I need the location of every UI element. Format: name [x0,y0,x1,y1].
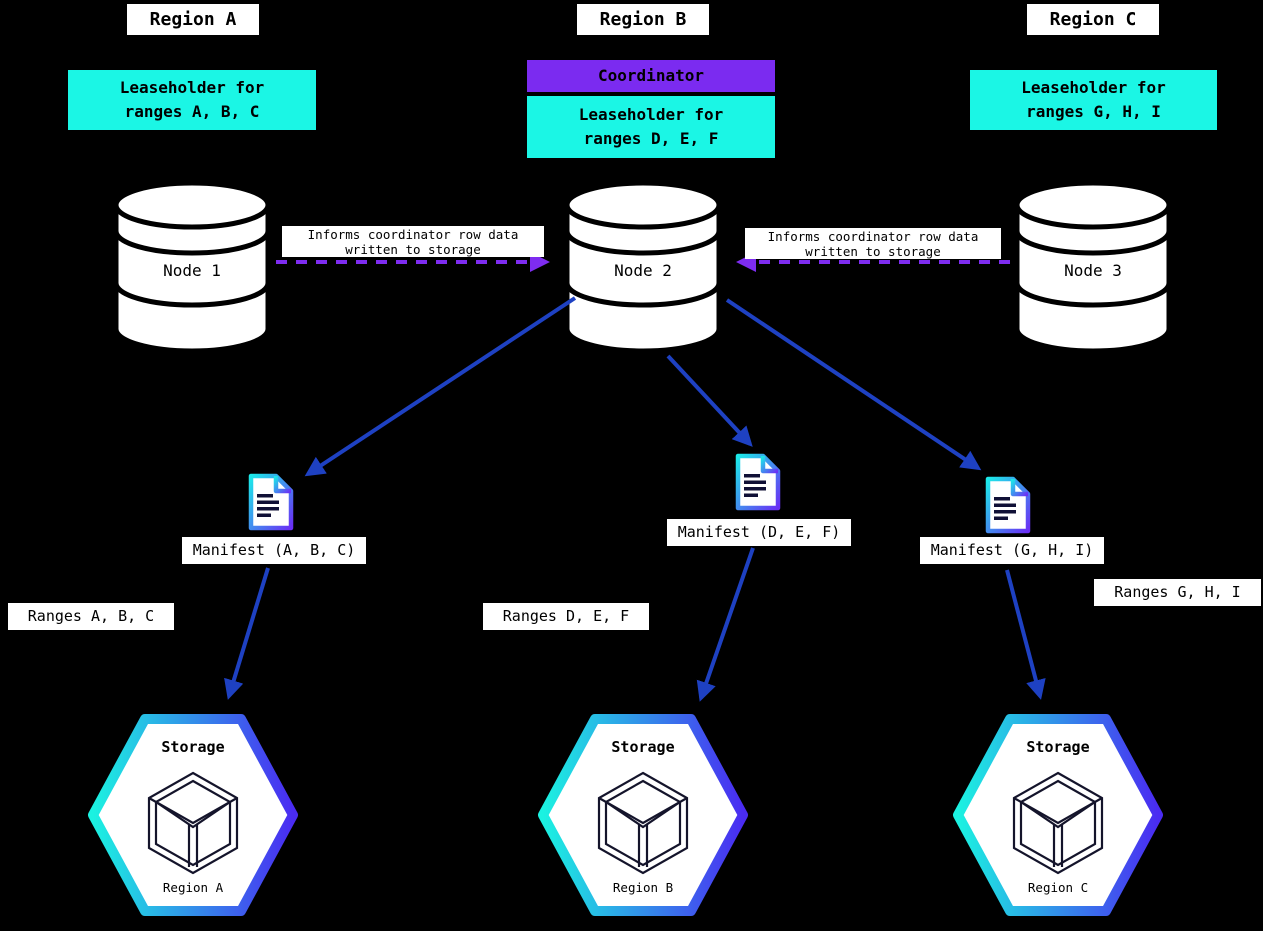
arrow-node2-to-manifest-def [666,354,753,447]
leaseholder-badge-region-b: Leaseholder for ranges D, E, F [527,96,775,158]
coordinator-badge: Coordinator [527,60,775,92]
storage-label: Storage [1026,738,1089,756]
ranges-def-label: Ranges D, E, F [483,603,649,630]
informs-label-left: Informs coordinator row data written to … [282,226,544,257]
leaseholder-line-1: Leaseholder for [1021,78,1166,97]
manifest-abc-document-icon [248,473,294,531]
ranges-abc-label: Ranges A, B, C [8,603,174,630]
node-2-label: Node 2 [614,261,672,280]
manifest-abc-label: Manifest (A, B, C) [182,537,366,564]
ranges-ghi-label: Ranges G, H, I [1094,579,1261,606]
node-1-database-icon: Node 1 [113,180,271,354]
leaseholder-badge-region-a: Leaseholder for ranges A, B, C [68,70,316,130]
manifest-def-label: Manifest (D, E, F) [667,519,851,546]
cube-icon [597,771,689,875]
region-b-title: Region B [577,4,709,35]
arrow-manifest-to-storage-c [1005,569,1046,700]
informs-label-right: Informs coordinator row data written to … [745,228,1001,259]
leaseholder-badge-region-c: Leaseholder for ranges G, H, I [970,70,1217,130]
informs-left-line-2: written to storage [345,242,481,257]
leaseholder-line-1: Leaseholder for [578,105,724,124]
node-1-label: Node 1 [163,261,221,280]
cube-icon [1012,771,1104,875]
storage-label: Storage [161,738,224,756]
leaseholder-line-1: Leaseholder for [119,78,265,97]
cube-icon [147,771,239,875]
informs-right-line-1: Informs coordinator row data [767,229,979,244]
leaseholder-line-2: ranges A, B, C [124,102,260,121]
region-a-title: Region A [127,4,259,35]
storage-region-label: Region C [1028,880,1088,895]
leaseholder-line-2: ranges D, E, F [583,129,719,148]
storage-label: Storage [611,738,674,756]
storage-hexagon-region-a: Storage Region A [88,714,298,916]
leaseholder-line-2: ranges G, H, I [1026,102,1161,121]
storage-region-label: Region A [163,880,224,895]
arrow-manifest-to-storage-b [696,547,755,702]
manifest-ghi-document-icon [985,476,1031,534]
manifest-def-document-icon [735,453,781,511]
arrow-manifest-to-storage-a [224,567,270,700]
arrow-node2-to-manifest-ghi [725,298,982,471]
node-2-database-icon: Node 2 [564,180,722,354]
informs-right-line-2: written to storage [805,244,941,259]
storage-hexagon-region-b: Storage Region B [538,714,748,916]
arrow-node2-to-manifest-abc [304,296,577,477]
node-3-label: Node 3 [1064,261,1122,280]
informs-left-line-1: Informs coordinator row data [307,227,519,242]
manifest-ghi-label: Manifest (G, H, I) [920,537,1104,564]
storage-hexagon-region-c: Storage Region C [953,714,1163,916]
region-c-title: Region C [1027,4,1159,35]
storage-region-label: Region B [613,880,673,895]
node-3-database-icon: Node 3 [1014,180,1172,354]
